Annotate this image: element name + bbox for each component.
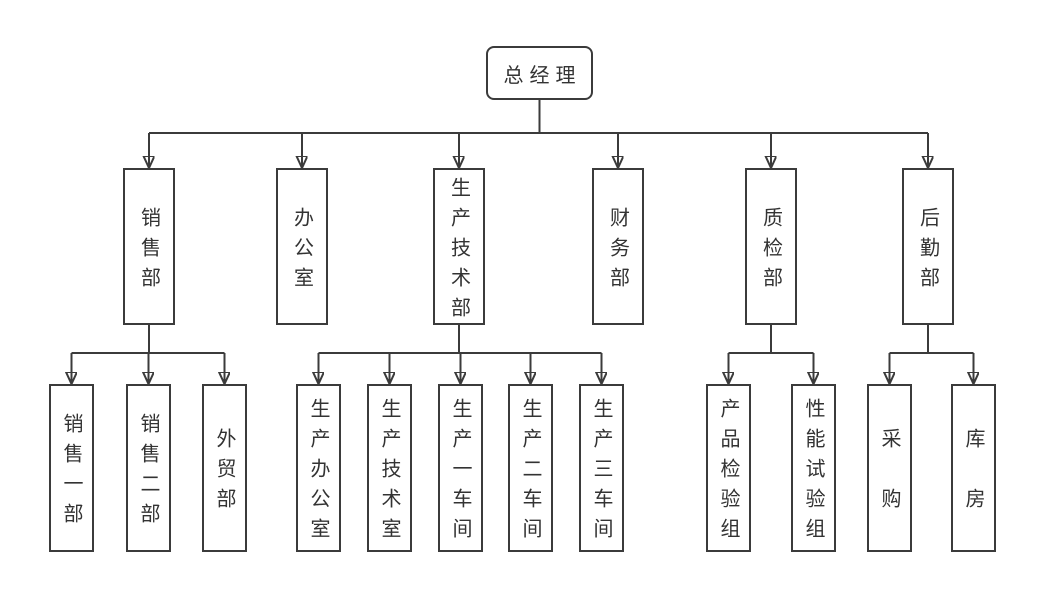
node-sales-dept[interactable]: 销售部 [123,168,175,325]
node-logistics-dept[interactable]: 后勤部 [902,168,954,325]
edge-qc-rail [728,325,814,354]
node-general-manager[interactable]: 总经理 [486,46,593,100]
node-label: 外贸部 [213,428,235,518]
node-label: 生产三车间 [590,398,612,548]
node-label: 销售二部 [137,413,159,533]
edge-prodtech-rail [318,325,602,354]
node-finance-dept[interactable]: 财务部 [592,168,644,325]
node-label: 生产技术室 [378,398,400,548]
node-label: 生产办公室 [307,398,329,548]
node-label: 采 购 [878,428,900,518]
edge-sales-rail [71,325,225,354]
node-workshop-3[interactable]: 生产三车间 [579,384,624,552]
node-label: 质检部 [759,206,782,297]
edge-root-rail [149,100,928,134]
node-quality-inspection-dept[interactable]: 质检部 [745,168,797,325]
node-workshop-1[interactable]: 生产一车间 [438,384,483,552]
node-sales-division-2[interactable]: 销售二部 [126,384,171,552]
node-label: 生产技术部 [447,176,470,327]
node-workshop-2[interactable]: 生产二车间 [508,384,553,552]
node-purchasing[interactable]: 采 购 [867,384,912,552]
node-label: 办公室 [290,206,313,297]
node-production-tech-dept[interactable]: 生产技术部 [433,168,485,327]
node-label: 性能试验组 [802,398,824,548]
node-product-inspection-group[interactable]: 产品检验组 [706,384,751,552]
node-label: 库 房 [962,428,984,518]
node-label: 财务部 [606,206,629,297]
node-office[interactable]: 办公室 [276,168,328,325]
node-label: 总经理 [503,64,582,87]
node-label: 生产二车间 [519,398,541,548]
node-foreign-trade-dept[interactable]: 外贸部 [202,384,247,552]
node-label: 销售一部 [60,413,82,533]
node-production-tech-room[interactable]: 生产技术室 [367,384,412,552]
node-label: 生产一车间 [449,398,471,548]
node-sales-division-1[interactable]: 销售一部 [49,384,94,552]
node-performance-test-group[interactable]: 性能试验组 [791,384,836,552]
node-label: 后勤部 [916,206,939,297]
node-warehouse[interactable]: 库 房 [951,384,996,552]
node-label: 销售部 [137,206,160,297]
edge-logistics-rail [889,325,974,354]
node-production-office[interactable]: 生产办公室 [296,384,341,552]
node-label: 产品检验组 [717,398,739,548]
